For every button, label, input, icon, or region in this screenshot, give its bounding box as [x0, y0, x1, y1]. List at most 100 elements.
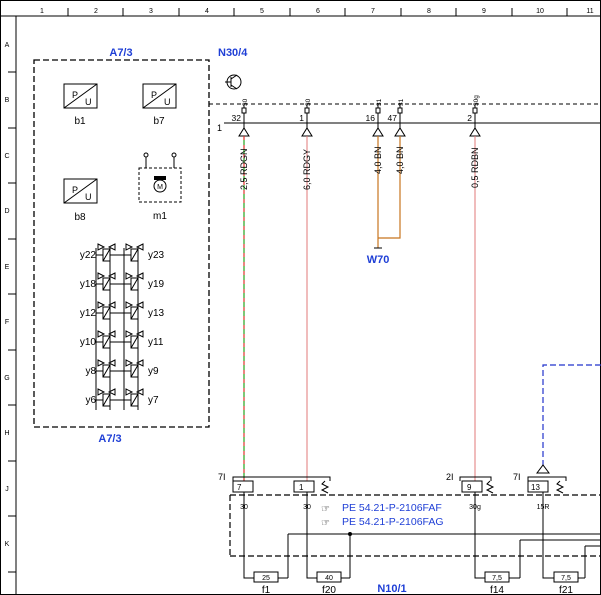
- valve-icon: [97, 301, 106, 309]
- wire-label: 0,5 RDBN: [470, 147, 480, 188]
- wire-label: 2,5 RDGN: [239, 148, 249, 190]
- col-label: 10: [536, 8, 544, 15]
- valve-icon: [135, 359, 144, 367]
- module-n10-1: N10/1 7I 7 1 30 30 2I 9 30g 7I 13 15R: [218, 472, 601, 595]
- sensor-u: U: [85, 192, 92, 202]
- valve-row: y8 y9: [85, 359, 159, 378]
- connector-group-label: 2I: [446, 472, 454, 482]
- sensor-p: P: [151, 90, 157, 100]
- valve-icon: [125, 359, 134, 367]
- valve-label: y8: [85, 366, 96, 377]
- module-a7-3: A7/3 A7/3 P U b1 P U b7 P U b8: [33, 47, 210, 445]
- valve-label: y12: [80, 308, 97, 319]
- row-label: F: [5, 319, 9, 326]
- valve-icon: [125, 330, 134, 338]
- valve-row: y12 y13: [80, 301, 165, 320]
- reference-1[interactable]: ☞ PE 54.21-P-2106FAF: [321, 502, 442, 515]
- ground-w70-label: W70: [367, 254, 390, 266]
- sensor-u: U: [164, 97, 171, 107]
- valve-label: y11: [148, 337, 164, 348]
- connector-pin: 13: [531, 483, 540, 492]
- valve-label: y18: [80, 279, 97, 290]
- module-n30-4-label: N30/4: [218, 47, 248, 59]
- fuse-value: 7,5: [492, 575, 502, 582]
- hand-pointer-icon: ☞: [321, 504, 330, 515]
- row-label: D: [4, 208, 9, 215]
- col-label: 5: [260, 8, 264, 15]
- reference-link[interactable]: PE 54.21-P-2106FAG: [342, 516, 444, 528]
- row-label: H: [4, 430, 9, 437]
- valve-row: y10 y11: [80, 330, 164, 349]
- row-label: C: [4, 153, 9, 160]
- module-a7-3-label-top: A7/3: [109, 47, 132, 59]
- col-label: 4: [205, 8, 209, 15]
- wire-bn-47: 4,0 BN: [378, 136, 405, 239]
- valve-icon: [125, 388, 134, 396]
- connector-arrow-icon: [238, 127, 250, 137]
- sensor-u: U: [85, 97, 92, 107]
- connector-pin: 7: [237, 483, 242, 492]
- pin-number: 2: [467, 113, 472, 123]
- connector-arrow-icon: [372, 127, 384, 137]
- valve-label: y13: [148, 308, 165, 319]
- fuse-f20: 40 f20: [306, 562, 350, 595]
- reference-link[interactable]: PE 54.21-P-2106FAF: [342, 502, 442, 514]
- valve-icon: [107, 330, 116, 338]
- pin-terminal-label: 31: [398, 98, 405, 106]
- valve-label: y10: [80, 337, 97, 348]
- connector-pin: 9: [467, 483, 472, 492]
- valve-label: y19: [148, 279, 165, 290]
- col-label: 9: [482, 8, 486, 15]
- motor-m1: M m1: [138, 152, 182, 222]
- col-label: 8: [427, 8, 431, 15]
- valve-icon: [107, 243, 116, 251]
- wire-label: 6,0 RDGY: [302, 149, 312, 190]
- sensor-p: P: [72, 90, 78, 100]
- module-n30-4: N30/4: [209, 47, 601, 105]
- connector-group-label: 7I: [218, 472, 226, 482]
- col-label: 7: [371, 8, 375, 15]
- pin-terminal-label: 31: [376, 98, 383, 106]
- ground-w70: W70: [367, 247, 390, 266]
- valve-icon: [125, 243, 134, 251]
- bottom-connector-group-7: 7I 7 1 30 30: [218, 472, 331, 511]
- pin-number: 47: [388, 113, 398, 123]
- bottom-connector-group-2: 2I 9 30g: [446, 472, 495, 511]
- row-label: E: [5, 264, 10, 271]
- fuse-f1: 25 f1: [243, 562, 288, 595]
- row-label: J: [5, 486, 9, 493]
- valve-label: y9: [148, 366, 159, 377]
- bottom-connector-group-7b: 7I 13 15R: [513, 472, 567, 511]
- valve-icon: [135, 272, 144, 280]
- valve-icon: [125, 272, 134, 280]
- sensor-p: P: [72, 185, 78, 195]
- fuse-f14: 7,5 f14: [474, 562, 520, 595]
- valve-icon: [97, 243, 106, 251]
- fuse-value: 25: [262, 575, 270, 582]
- hand-pointer-icon: ☞: [321, 518, 330, 529]
- fuse-label: f14: [490, 585, 504, 595]
- col-label: 11: [586, 8, 593, 15]
- valve-icon: [135, 330, 144, 338]
- pressure-sensor-b8: P U b8: [63, 178, 98, 223]
- col-label: 3: [149, 8, 153, 15]
- connector-arrow-icon: [394, 127, 406, 137]
- row-label: B: [5, 97, 10, 104]
- row-label: K: [5, 541, 10, 548]
- wire-label: 4,0 BN: [395, 146, 405, 174]
- valve-icon: [107, 388, 116, 396]
- connector-group-label: 7I: [513, 472, 521, 482]
- wire-bn-16: 4,0 BN: [373, 136, 383, 248]
- reference-2[interactable]: ☞ PE 54.21-P-2106FAG: [321, 516, 444, 529]
- motor-letter: M: [157, 184, 163, 191]
- pin-number: 32: [232, 113, 242, 123]
- valve-icon: [97, 272, 106, 280]
- pin-terminal-label: 30: [305, 98, 312, 106]
- wire-label: 4,0 BN: [373, 146, 383, 174]
